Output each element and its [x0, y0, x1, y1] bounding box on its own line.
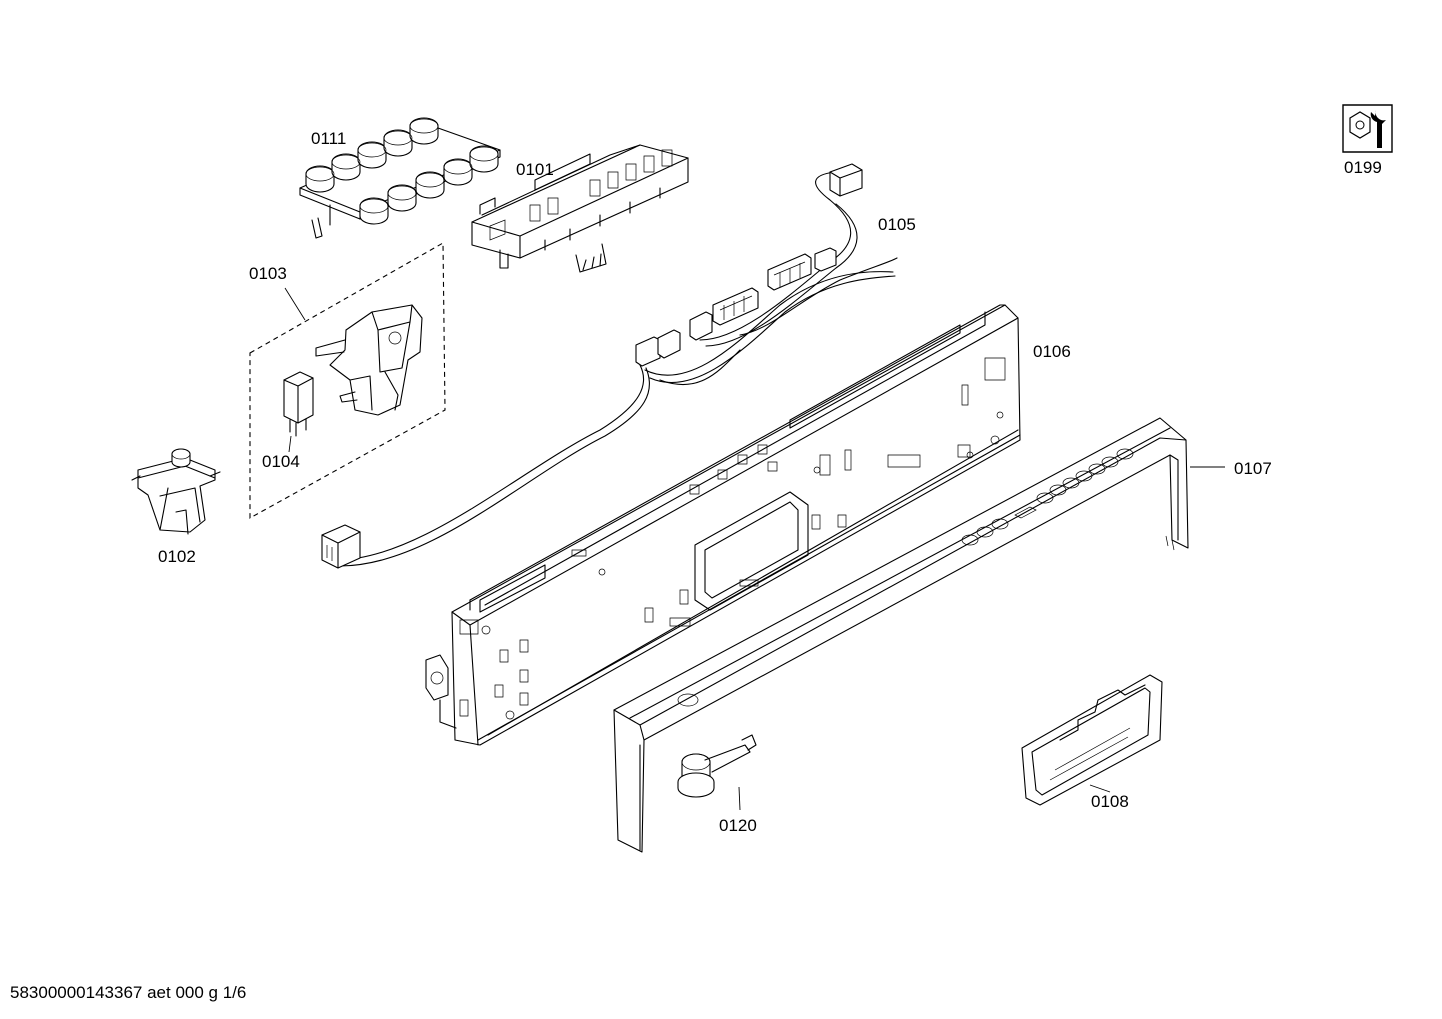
part-0107-fascia [614, 418, 1225, 852]
part-0120-lever [678, 735, 756, 810]
document-footer-id: 58300000143367 aet 000 g 1/6 [10, 983, 247, 1002]
label-0104: 0104 [262, 452, 300, 471]
label-0107: 0107 [1234, 459, 1272, 478]
part-0111-button-strip [300, 118, 500, 238]
label-0105: 0105 [878, 215, 916, 234]
label-0103: 0103 [249, 264, 287, 283]
part-0108-handle-insert [1022, 675, 1162, 805]
assembly-0103-boundary [250, 243, 445, 518]
part-0102-selector-switch [132, 449, 220, 534]
label-0199: 0199 [1344, 158, 1382, 177]
label-0111: 0111 [311, 129, 347, 148]
label-0101: 0101 [516, 160, 554, 179]
part-0103-actuator [316, 305, 422, 415]
bolt-and-wrench-icon [1343, 105, 1392, 152]
part-0101-control-module [472, 145, 688, 272]
label-0102: 0102 [158, 547, 196, 566]
part-0106-control-frame [426, 305, 1020, 745]
label-0108: 0108 [1091, 792, 1129, 811]
part-0104-relay [284, 372, 313, 452]
label-0106: 0106 [1033, 342, 1071, 361]
label-0120: 0120 [719, 816, 757, 835]
part-0105-wiring-harness [322, 164, 897, 568]
